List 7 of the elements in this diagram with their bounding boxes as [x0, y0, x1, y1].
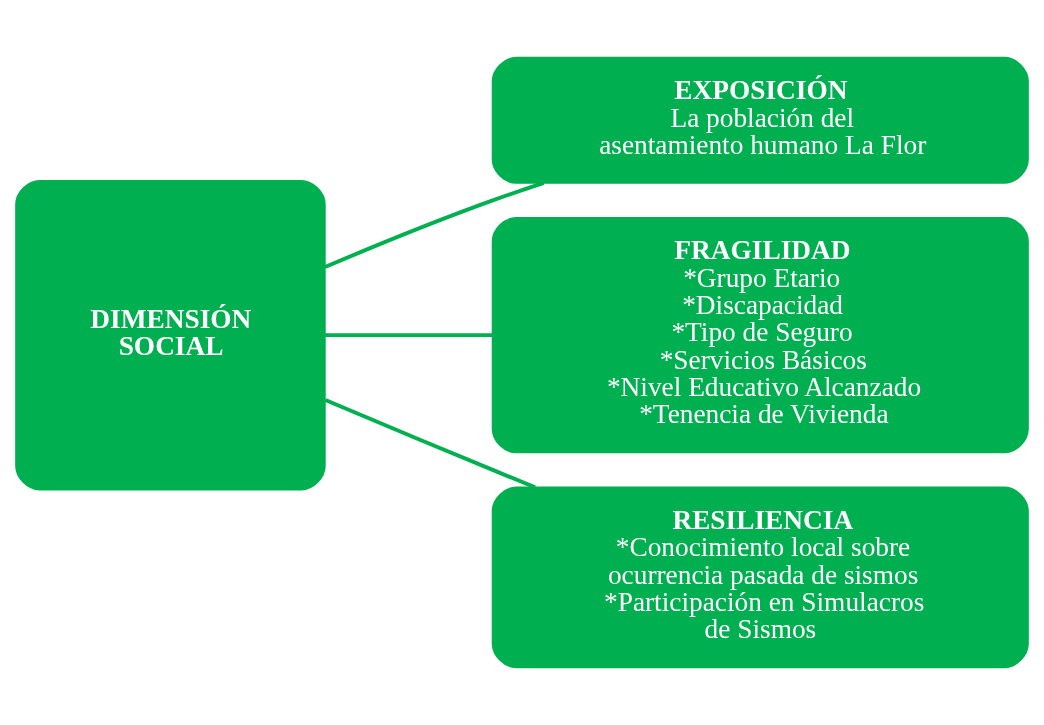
node-box: EXPOSICIÓN La población del asentamiento humano La Flor [491, 56, 1029, 184]
node-box: FRAGILIDAD *Grupo Etario *Discapacidad *Tipo de Seguro *Servicios Básicos *Nivel Educativo Alcanzado *Tenencia de Vivienda [491, 217, 1029, 454]
connector [324, 333, 493, 338]
node-box: RESILIENCIA *Conocimiento local sobre ocurrencia pasada de sismos *Participación en Simulacros de Sismos [491, 486, 1029, 669]
node-box: DIMENSIÓN SOCIAL [15, 179, 326, 491]
connector [324, 398, 536, 490]
connector [324, 180, 545, 269]
